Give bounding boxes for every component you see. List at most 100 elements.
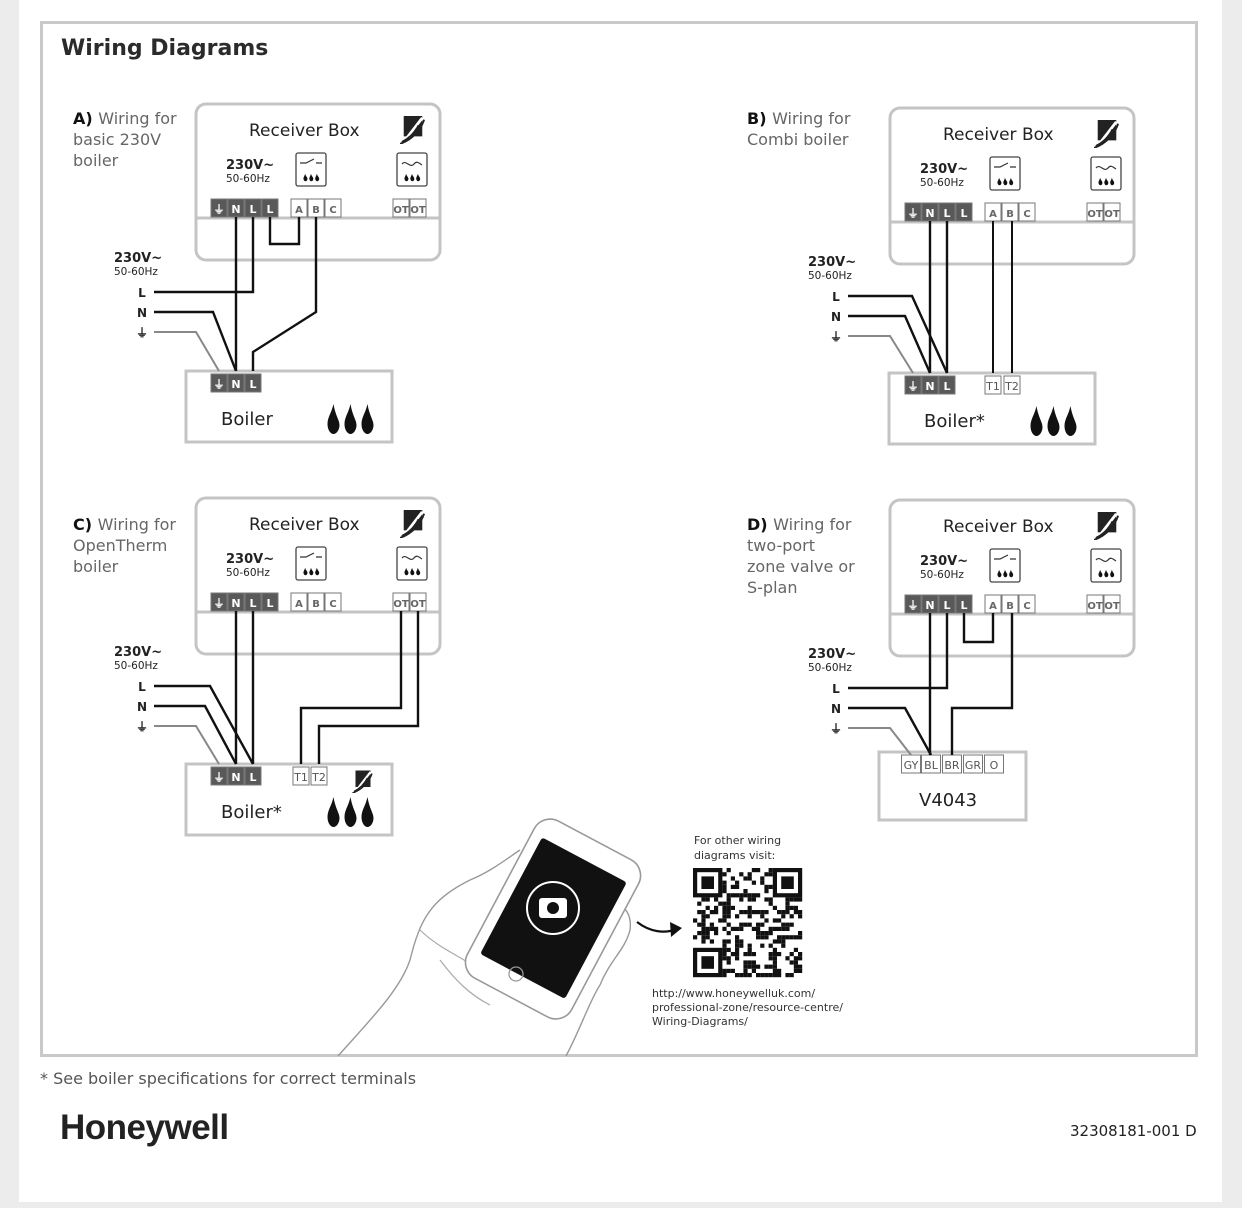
qr-module xyxy=(714,910,719,915)
device-terminal xyxy=(210,373,228,393)
qr-module xyxy=(798,935,803,940)
qr-module xyxy=(785,926,790,931)
qr-module xyxy=(777,939,782,944)
qr-module xyxy=(730,905,735,910)
receiver-terminal xyxy=(1103,202,1121,222)
qr-module xyxy=(735,880,740,885)
qr-url: Wiring-Diagrams/ xyxy=(652,1015,748,1028)
qr-module xyxy=(798,968,803,973)
qr-module xyxy=(747,952,752,957)
qr-module xyxy=(772,952,777,957)
qr-module xyxy=(760,931,765,936)
qr-module xyxy=(701,935,706,940)
relay-switch xyxy=(300,158,322,164)
qr-module xyxy=(743,973,748,978)
qr-module xyxy=(735,952,740,957)
device-terminal-label: L xyxy=(943,380,950,393)
receiver-terminal xyxy=(261,592,279,612)
supply-label: L xyxy=(832,290,840,304)
qr-module xyxy=(722,914,727,919)
caption-text: Wiring for xyxy=(98,515,177,534)
receiver-terminal-label: ⏚ xyxy=(214,203,225,216)
qr-module xyxy=(789,935,794,940)
caption-line: D) Wiring for xyxy=(747,515,852,534)
wire xyxy=(154,725,220,765)
receiver-terminal xyxy=(1001,594,1019,614)
qr-module xyxy=(756,893,761,898)
device-terminal xyxy=(938,375,956,395)
receiver-frequency: 50-60Hz xyxy=(920,177,964,189)
supply-label: ⏚ xyxy=(830,722,842,736)
camera-lens xyxy=(547,902,559,914)
hand-outline xyxy=(337,849,521,1057)
supply-label: ⏚ xyxy=(136,720,148,734)
qr-module xyxy=(701,922,706,927)
qr-module xyxy=(743,952,748,957)
qr-module xyxy=(709,926,714,931)
qr-finder-center xyxy=(701,956,714,969)
qr-module xyxy=(722,889,727,894)
receiver-terminal-label: L xyxy=(249,597,256,610)
caption-line: S-plan xyxy=(747,578,797,597)
caption-line: basic 230V xyxy=(73,130,161,149)
qr-module xyxy=(701,918,706,923)
qr-finder xyxy=(692,947,723,978)
qr-module xyxy=(697,910,702,915)
receiver-voltage: 230V~ xyxy=(920,554,968,569)
device-terminal-label: O xyxy=(990,759,999,772)
qr-module xyxy=(709,922,714,927)
qr-module xyxy=(701,914,706,919)
qr-module xyxy=(772,968,777,973)
supply-label: L xyxy=(832,682,840,696)
qr-module xyxy=(781,935,786,940)
receiver-voltage: 230V~ xyxy=(920,162,968,177)
device-terminal-label: ⏚ xyxy=(214,771,225,784)
qr-module xyxy=(793,910,798,915)
qr-module xyxy=(764,897,769,902)
supply-label: N xyxy=(137,700,147,714)
qr-module xyxy=(785,905,790,910)
qr-module xyxy=(756,973,761,978)
qr-module xyxy=(756,868,761,873)
qr-module xyxy=(781,922,786,927)
qr-module xyxy=(735,973,740,978)
qr-module xyxy=(743,922,748,927)
qr-module xyxy=(739,943,744,948)
qr-module xyxy=(760,922,765,927)
qr-module xyxy=(760,943,765,948)
qr-module xyxy=(747,922,752,927)
qr-module xyxy=(756,931,761,936)
qr-module xyxy=(697,922,702,927)
qr-module xyxy=(722,973,727,978)
qr-module xyxy=(722,872,727,877)
qr-module xyxy=(747,964,752,969)
qr-module xyxy=(798,931,803,936)
caption-text: Wiring for xyxy=(98,109,177,128)
qr-module xyxy=(709,939,714,944)
qr-module xyxy=(777,952,782,957)
qr-module xyxy=(793,956,798,961)
qr-module xyxy=(709,910,714,915)
qr-module xyxy=(793,960,798,965)
qr-module xyxy=(726,956,731,961)
qr-module xyxy=(726,939,731,944)
qr-module xyxy=(785,910,790,915)
arrow-head xyxy=(670,922,682,937)
qr-module xyxy=(739,922,744,927)
receiver-terminal xyxy=(1086,594,1104,614)
qr-module xyxy=(768,943,773,948)
receiver-terminal-label: L xyxy=(960,207,967,220)
qr-module xyxy=(747,947,752,952)
caption-text: Wiring for xyxy=(772,109,851,128)
device-terminal-label: GY xyxy=(904,759,919,772)
qr-module xyxy=(730,926,735,931)
qr-module xyxy=(747,910,752,915)
supply-frequency: 50-60Hz xyxy=(114,266,158,278)
receiver-terminal-label: OT xyxy=(1104,601,1120,612)
qr-module xyxy=(781,910,786,915)
qr-module xyxy=(777,935,782,940)
